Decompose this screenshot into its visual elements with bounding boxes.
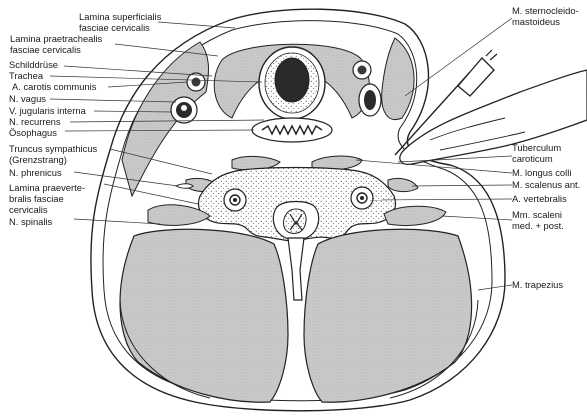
label-n-vagus: N. vagus (9, 93, 46, 104)
label-a-carotis-communis: A. carotis communis (12, 81, 97, 92)
vertebral-artery-right (351, 187, 373, 209)
spinal-cord (273, 202, 318, 241)
label-schilddruese: Schilddrüse (9, 59, 58, 70)
label-n-spinalis: N. spinalis (9, 216, 53, 227)
label-truncus-sympathicus: Truncus sympathicus (Grenzstrang) (9, 143, 100, 165)
label-lamina-superficialis: Lamina superficialis fasciae cervicalis (79, 11, 164, 33)
label-a-vertebralis: A. vertebralis (512, 193, 567, 204)
vertebral-artery-left (224, 189, 246, 211)
label-lamina-praetrachealis: Lamina praetrachealis fasciae cervicalis (10, 33, 105, 55)
label-n-recurrens: N. recurrens (9, 116, 61, 127)
label-oesophagus: Ösophagus (9, 127, 57, 138)
oesophagus (252, 118, 332, 142)
label-tuberculum-caroticum: Tuberculum caroticum (512, 142, 564, 164)
trachea (259, 47, 325, 119)
label-m-scalenus-ant: M. scalenus ant. (512, 179, 580, 190)
label-m-trapezius: M. trapezius (512, 279, 563, 290)
label-m-sternocleidomastoideus: M. sternocleido- mastoideus (512, 5, 581, 27)
label-trachea: Trachea (9, 70, 44, 81)
label-n-phrenicus: N. phrenicus (9, 167, 62, 178)
label-mm-scaleni: Mm. scaleni med. + post. (512, 209, 565, 231)
label-v-jugularis-interna: V. jugularis interna (9, 105, 87, 116)
label-lamina-praevertebralis: Lamina praeverte- bralis fasciae cervica… (9, 182, 88, 215)
label-m-longus-colli: M. longus colli (512, 167, 571, 178)
